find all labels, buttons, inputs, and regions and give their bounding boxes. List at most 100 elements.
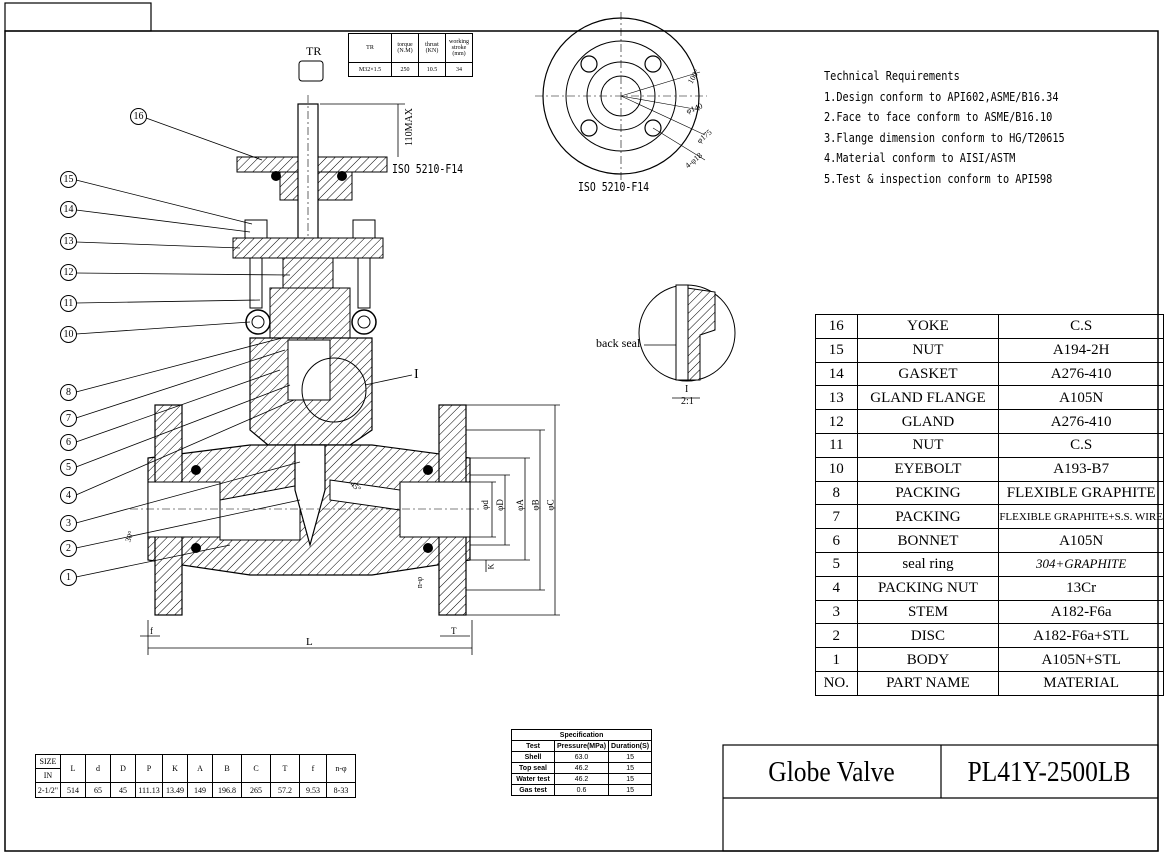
parts-cell-material: 13Cr <box>998 575 1164 601</box>
parts-cell-name: GASKET <box>856 361 1000 387</box>
parts-header-row: NO. PART NAME MATERIAL <box>815 670 1164 696</box>
parts-cell-name: PACKING <box>856 504 1000 530</box>
callout-5: 5 <box>60 459 77 476</box>
callout-16: 16 <box>130 108 147 125</box>
callout-15: 15 <box>60 171 77 188</box>
parts-cell-no: 2 <box>815 623 858 649</box>
callout-2: 2 <box>60 540 77 557</box>
max-height-label: 110MAX <box>404 108 415 146</box>
callout-8: 8 <box>60 384 77 401</box>
dimension-lines <box>140 103 560 655</box>
parts-cell-no: 13 <box>815 385 858 411</box>
parts-cell-no: 11 <box>815 432 858 458</box>
callout-11: 11 <box>60 295 77 312</box>
dim-B-label: φB <box>530 499 541 511</box>
parts-cell-no: 15 <box>815 337 858 363</box>
callout-12: 12 <box>60 264 77 281</box>
parts-cell-name: BONNET <box>856 528 1000 553</box>
parts-cell-material: A182-F6a+STL <box>998 623 1164 649</box>
detail-view-I <box>638 284 736 399</box>
dim-A-label: φA <box>514 499 525 511</box>
parts-cell-material: 304+GRAPHITE <box>998 551 1164 577</box>
tech-req-item: 1.Design conform to API602,ASME/B16.34 <box>824 88 1059 104</box>
callout-leaders <box>75 117 301 578</box>
dim-f-label: f <box>150 626 153 636</box>
callout-7: 7 <box>60 410 77 427</box>
parts-cell-material: A105N+STL <box>998 647 1164 672</box>
parts-cell-name: seal ring <box>856 551 1000 577</box>
parts-cell-name: PACKING NUT <box>856 575 1000 601</box>
parts-cell-no: 7 <box>815 504 858 530</box>
callout-10: 10 <box>60 326 77 343</box>
parts-cell-material: A105N <box>998 528 1164 553</box>
parts-cell-material: FLEXIBLE GRAPHITE <box>998 480 1164 506</box>
parts-cell-material: C.S <box>998 432 1164 458</box>
title-name: Globe Valve <box>768 756 895 788</box>
parts-cell-name: GLAND <box>856 409 1000 434</box>
parts-cell-no: 16 <box>815 314 858 339</box>
parts-cell-no: 6 <box>815 528 858 553</box>
iso-label-main: ISO 5210-F14 <box>392 162 464 176</box>
parts-cell-name: YOKE <box>856 314 1000 339</box>
parts-cell-material: A276-410 <box>998 409 1164 434</box>
parts-cell-name: GLAND FLANGE <box>856 385 1000 411</box>
title-block-frame <box>722 744 1159 852</box>
parts-cell-name: PACKING <box>856 480 1000 506</box>
parts-cell-name: NUT <box>856 337 1000 363</box>
parts-cell-no: 12 <box>815 409 858 434</box>
parts-cell-material: FLEXIBLE GRAPHITE+S.S. WIRE <box>998 504 1164 530</box>
tr-label: TR <box>306 44 322 58</box>
parts-cell-material: A182-F6a <box>998 599 1164 625</box>
callout-3: 3 <box>60 515 77 532</box>
parts-cell-material: A193-B7 <box>998 456 1164 482</box>
parts-cell-material: A105N <box>998 385 1164 411</box>
callout-13: 13 <box>60 233 77 250</box>
stem-spec-table: TR torque (N.M) thrust (KN) working stro… <box>348 33 473 77</box>
parts-cell-no: 10 <box>815 456 858 482</box>
parts-cell-name: STEM <box>856 599 1000 625</box>
dim-d-label: φd <box>479 500 490 510</box>
tech-req-title: Technical Requirements <box>824 68 960 83</box>
callout-4: 4 <box>60 487 77 504</box>
technical-requirements: Technical Requirements 1.Design conform … <box>824 66 1065 189</box>
detail-mark: I <box>414 367 419 382</box>
back-seal-label: back seal <box>596 336 641 350</box>
dim-C-label: φC <box>545 499 556 511</box>
callout-1: 1 <box>60 569 77 586</box>
title-model: PL41Y-2500LB <box>967 756 1131 788</box>
parts-cell-material: A194-2H <box>998 337 1164 363</box>
dim-nphi-label: n-φ <box>415 576 425 589</box>
dim-K-label: K <box>486 563 496 570</box>
tech-req-item: 5.Test & inspection conform to API598 <box>824 170 1053 186</box>
dim-T-label: T <box>451 626 457 636</box>
parts-cell-material: A276-410 <box>998 361 1164 387</box>
callout-6: 6 <box>60 434 77 451</box>
parts-cell-name: EYEBOLT <box>856 456 1000 482</box>
specification-table: Specification Test Pressure(MPa) Duratio… <box>510 729 653 796</box>
parts-cell-no: 5 <box>815 551 858 577</box>
detail-label: I <box>685 384 689 395</box>
valve-section-view <box>130 60 480 616</box>
parts-cell-no: 3 <box>815 599 858 625</box>
tech-req-item: 4.Material conform to AISI/ASTM <box>824 150 1016 165</box>
tech-req-item: 2.Face to face conform to ASME/B16.10 <box>824 109 1053 124</box>
parts-cell-name: BODY <box>856 647 1000 672</box>
callout-14: 14 <box>60 201 77 218</box>
parts-cell-no: 4 <box>815 575 858 601</box>
